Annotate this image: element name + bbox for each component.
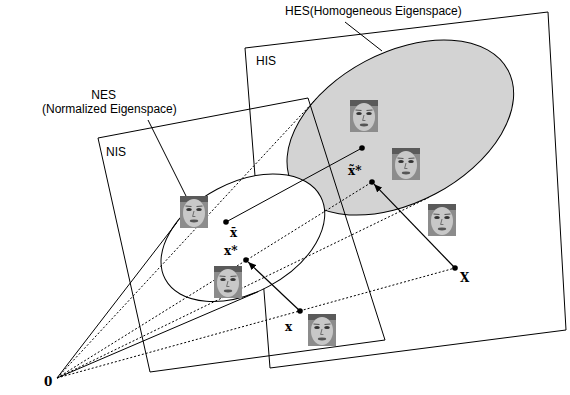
vector-label: x̄ bbox=[230, 226, 237, 241]
vector-label: x* bbox=[224, 244, 237, 259]
eigenspace-ellipse: HES(Homogeneous Eigenspace) bbox=[287, 40, 514, 215]
face-image bbox=[180, 196, 208, 228]
region-title: NES (Normalized Eigenspace) bbox=[42, 88, 180, 116]
label-holder: X bbox=[460, 271, 469, 286]
point-dot bbox=[369, 179, 375, 185]
image-space-plane: NIS NES (Normalized Eigenspace) bbox=[98, 98, 385, 372]
point-dot bbox=[452, 265, 458, 271]
vector-label: x bbox=[285, 320, 292, 335]
point-dot bbox=[297, 308, 303, 314]
eigenspace-ellipse: NES (Normalized Eigenspace) bbox=[161, 174, 325, 302]
point-dot bbox=[223, 219, 229, 225]
mean-line bbox=[226, 148, 362, 222]
point-dot bbox=[359, 145, 365, 151]
cone-line bbox=[57, 223, 177, 378]
plane-label: NIS bbox=[106, 145, 126, 159]
origin-label: 0 bbox=[44, 375, 52, 390]
cone-dotted-line bbox=[57, 99, 316, 379]
face-image bbox=[308, 314, 336, 346]
ray-dotted-line bbox=[57, 268, 455, 378]
ellipse-outline bbox=[139, 148, 346, 328]
leader-line bbox=[148, 120, 190, 204]
point-dot bbox=[243, 257, 249, 263]
ray-dotted-line bbox=[57, 182, 372, 378]
cone-line bbox=[57, 292, 258, 378]
cone-dotted-line bbox=[57, 198, 429, 379]
region-title: HES(Homogeneous Eigenspace) bbox=[285, 4, 462, 18]
shape-outline bbox=[287, 40, 515, 217]
plane-label: HIS bbox=[256, 54, 276, 68]
projection-arrow bbox=[374, 184, 455, 268]
label-holder: 0 bbox=[44, 375, 52, 390]
face-image bbox=[392, 148, 420, 180]
label-holder: x̄ bbox=[230, 226, 237, 241]
face-image bbox=[350, 100, 378, 132]
projection-arrow bbox=[248, 262, 300, 311]
label-holder: x* bbox=[224, 244, 237, 259]
label-holder: x̃* bbox=[348, 164, 361, 179]
plane-outline bbox=[98, 98, 385, 372]
vector-label: X bbox=[460, 271, 469, 286]
label-holder: x bbox=[285, 320, 292, 335]
leader-line bbox=[345, 22, 382, 51]
vector-label: x̃* bbox=[348, 164, 361, 179]
face-image bbox=[428, 204, 456, 236]
face-image bbox=[214, 266, 242, 298]
